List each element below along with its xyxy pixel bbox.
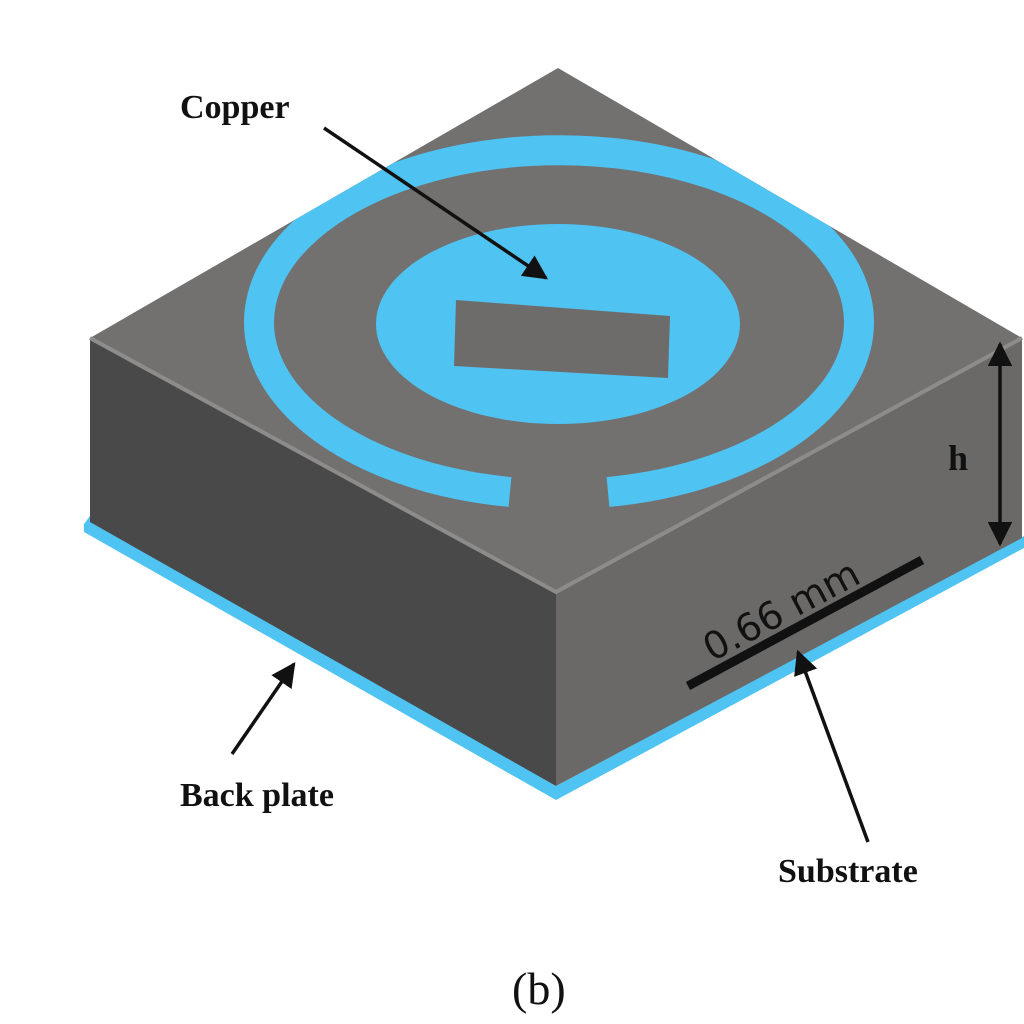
substrate-left-face	[90, 338, 556, 786]
rectangular-slot	[454, 300, 670, 378]
split-ring-resonator	[244, 135, 874, 507]
figure-caption: (b)	[512, 963, 566, 1014]
substrate-label: Substrate	[778, 853, 918, 890]
back-plate-label: Back plate	[180, 777, 334, 814]
back-plate-arrow	[230, 661, 296, 755]
width-dimension-bar	[685, 556, 925, 690]
height-label: h	[948, 438, 968, 478]
top-edge-highlight	[89, 336, 1023, 595]
copper-arrow	[323, 126, 549, 280]
substrate-right-face	[556, 338, 1022, 786]
substrate-arrow	[794, 649, 870, 843]
copper-pattern	[244, 135, 874, 507]
copper-label: Copper	[180, 89, 290, 126]
